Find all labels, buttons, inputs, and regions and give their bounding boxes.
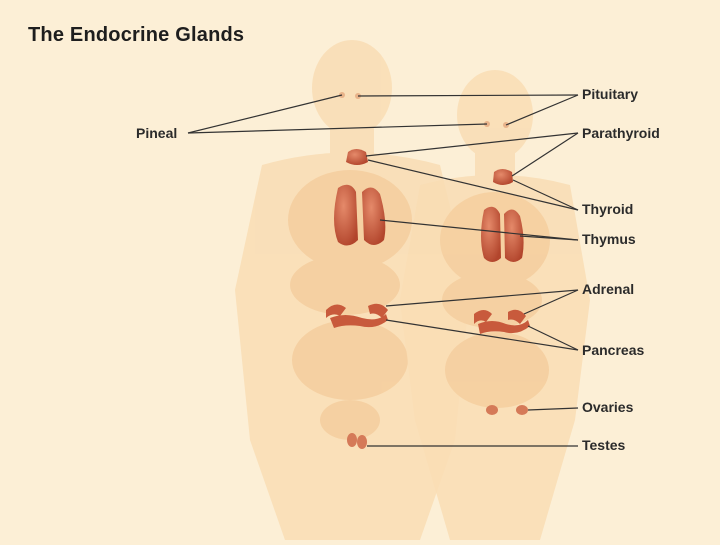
female-pancreas [478,320,530,334]
female-organ-shadows [440,192,550,408]
label-testes: Testes [582,437,626,453]
male-pancreas [330,314,388,328]
thyroid-leader-male [367,159,579,211]
female-thymus-gland [481,206,524,262]
pancreas-leader-female [527,325,579,351]
female-ovaries [486,405,528,415]
label-adrenal: Adrenal [582,281,635,297]
male-thymus-gland [334,184,386,246]
male-adrenal-glands [326,303,388,318]
pineal-leader-female [187,123,488,134]
label-pancreas: Pancreas [582,342,645,358]
label-thymus: Thymus [582,231,636,247]
thyroid-leader-female [512,179,579,211]
pituitary-leader-female [505,94,579,126]
parathyroid-leader-male [365,132,579,157]
label-thyroid: Thyroid [582,201,634,217]
female-thyroid-gland [493,169,513,185]
male-testes [347,433,367,449]
parathyroid-leader-female [511,132,579,177]
label-ovaries: Ovaries [582,399,634,415]
ovaries-leader [527,407,579,411]
female-adrenal-glands [474,309,526,324]
label-pituitary: Pituitary [582,86,639,102]
label-parathyroid: Parathyroid [582,125,660,141]
thymus-leader-male [379,219,579,241]
male-thyroid-gland [346,149,368,165]
pancreas-leader-male [385,319,579,351]
thymus-leader-female [519,235,579,241]
adrenal-leader-female [523,289,579,315]
label-pineal: Pineal [136,125,178,141]
pineal-leader-male [187,94,343,134]
pituitary-leader-male [357,94,579,97]
page-title: The Endocrine Glands [28,24,245,46]
adrenal-leader-male [385,289,579,307]
leader-lines [187,94,579,447]
